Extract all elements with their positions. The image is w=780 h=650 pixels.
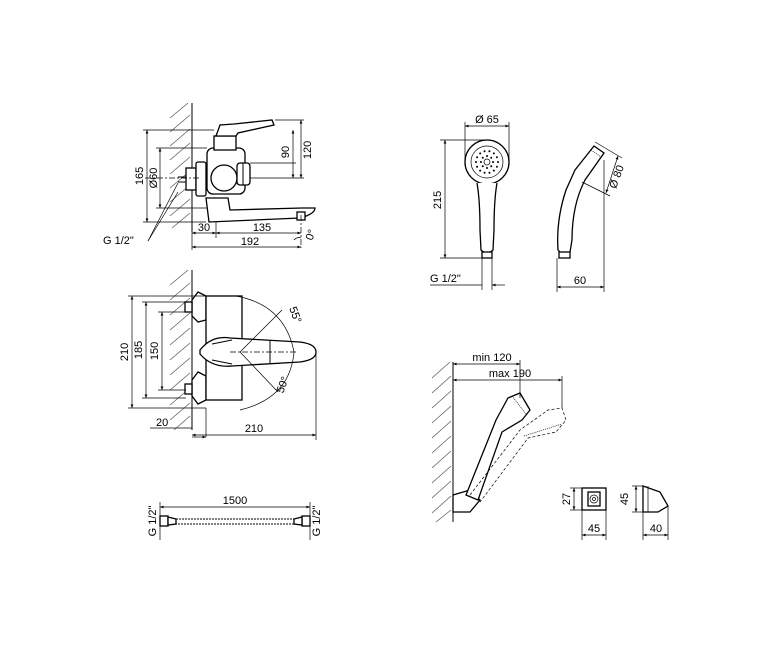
dim-holder-side-height-label: 45 bbox=[619, 493, 631, 505]
nozzle-dot bbox=[475, 161, 477, 163]
dim-150-label: 150 bbox=[149, 342, 161, 360]
wall-hatch-holder bbox=[431, 361, 454, 523]
shower-head-face bbox=[464, 139, 510, 185]
nozzle-dot bbox=[497, 161, 499, 163]
dim-hose-thread-right-label: G 1/2" bbox=[311, 506, 323, 537]
nozzle-dot bbox=[476, 165, 479, 168]
nozzle-dot bbox=[488, 150, 491, 153]
nozzle-dot bbox=[495, 156, 498, 159]
dim-angle-0-label: 0° bbox=[304, 228, 319, 242]
dim-head-diameter-label: Ø 65 bbox=[475, 114, 499, 126]
dim-192-label: 192 bbox=[241, 236, 259, 248]
nozzle-dot bbox=[492, 169, 495, 172]
dim-max-label: max 190 bbox=[489, 368, 531, 380]
dim-side-diameter-label: Ø 80 bbox=[607, 164, 626, 191]
nozzle-dot bbox=[490, 156, 493, 159]
dim-210-vertical-label: 210 bbox=[119, 343, 131, 361]
nozzle-dot bbox=[486, 167, 488, 169]
hand-shower-front: Ø 65 215 G 1/2" bbox=[430, 114, 510, 290]
shower-side-body bbox=[557, 145, 605, 255]
dim-shower-thread-label: G 1/2" bbox=[430, 273, 461, 285]
dim-135-label: 135 bbox=[253, 222, 271, 234]
nozzle-dot bbox=[492, 152, 495, 155]
nozzle-dot bbox=[488, 171, 491, 174]
nozzle-dot bbox=[480, 161, 482, 163]
dim-angle-55-label: 55° bbox=[286, 305, 303, 325]
nozzle-dot bbox=[476, 156, 479, 159]
nozzle-dot bbox=[483, 150, 486, 153]
dim-90-label: 90 bbox=[280, 146, 292, 158]
eccentric-fitting-side bbox=[185, 167, 197, 191]
shower-hose: 1500 G 1/2" G 1/2" bbox=[147, 495, 323, 540]
nozzle-dot bbox=[495, 165, 498, 168]
dim-20-label: 20 bbox=[156, 417, 168, 429]
dim-210-horizontal-label: 210 bbox=[245, 423, 263, 435]
nozzle-dot bbox=[481, 156, 484, 159]
dim-min-label: min 120 bbox=[472, 352, 511, 364]
shower-max-position bbox=[469, 407, 567, 503]
dim-thread-side-label: G 1/2" bbox=[103, 235, 134, 247]
dim-120-label: 120 bbox=[302, 141, 314, 159]
nozzle-dot bbox=[483, 171, 486, 174]
dim-holder-front-height-label: 27 bbox=[561, 493, 573, 505]
nozzle-dot bbox=[481, 165, 484, 168]
holder-side-body bbox=[642, 485, 669, 513]
holder-front-detail: 27 45 bbox=[561, 487, 607, 540]
dim-hose-thread-left-label: G 1/2" bbox=[147, 506, 159, 537]
dim-30-label: 30 bbox=[198, 222, 210, 234]
nozzle-dot bbox=[479, 169, 482, 172]
nozzle-dot bbox=[479, 152, 482, 155]
nozzle-dot bbox=[486, 155, 488, 157]
dim-185-label: 185 bbox=[133, 341, 145, 359]
dim-holder-front-width-label: 45 bbox=[588, 523, 600, 535]
nozzle-dot bbox=[490, 165, 493, 168]
rotation-arc-50 bbox=[239, 351, 295, 411]
wall-hatch-top bbox=[169, 269, 193, 431]
hand-shower-side: Ø 80 60 bbox=[556, 141, 627, 292]
shower-in-holder: min 120 max 190 bbox=[431, 352, 567, 523]
holder-side-detail: 45 40 bbox=[619, 485, 669, 540]
dim-165-label: 165 bbox=[134, 167, 146, 185]
mixer-top-view: 55° 50° 210 185 150 20 210 bbox=[119, 269, 317, 440]
mixer-body-side bbox=[206, 119, 275, 195]
mixer-side-view: 165 Ø60 G 1/2" 90 120 30 135 192 0° bbox=[103, 102, 319, 250]
nozzle-dot bbox=[492, 161, 494, 163]
dim-holder-side-depth-label: 40 bbox=[650, 523, 662, 535]
lever-handle-side bbox=[215, 119, 275, 137]
dim-shower-length-label: 215 bbox=[432, 191, 444, 209]
shower-nozzles bbox=[475, 150, 499, 174]
dim-diameter-60-label: Ø60 bbox=[148, 168, 160, 189]
dim-hose-1500-label: 1500 bbox=[223, 495, 247, 507]
shower-min-position bbox=[465, 392, 531, 501]
dim-angle-50-label: 50° bbox=[275, 375, 292, 395]
rotation-arc-55 bbox=[235, 295, 295, 353]
dim-side-depth-label: 60 bbox=[574, 275, 586, 287]
